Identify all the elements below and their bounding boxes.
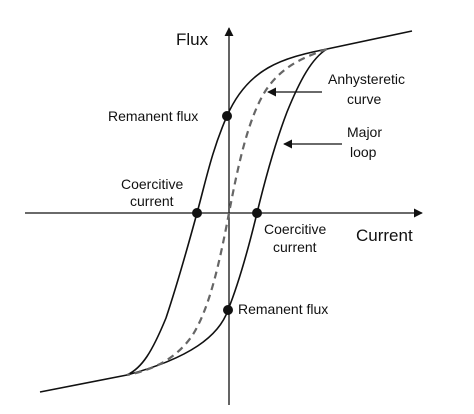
remanent-flux-top-point xyxy=(222,111,232,121)
remanent-flux-bottom-point xyxy=(223,305,233,315)
anhysteretic-label-line2: curve xyxy=(347,91,381,107)
lower-saturation-line xyxy=(39,374,128,393)
coercive-right-label-line2: current xyxy=(273,239,317,255)
coercive-right-label-line1: Coercitive xyxy=(264,221,326,237)
major-loop-label-line1: Major xyxy=(347,124,382,140)
major-loop-right-branch xyxy=(126,48,328,376)
anhysteretic-label-line1: Anhysteretic xyxy=(328,71,405,87)
coercive-left-label-line2: current xyxy=(130,193,174,209)
anhysteretic-curve xyxy=(126,47,328,377)
coercive-right-point xyxy=(252,208,262,218)
remanent-flux-bottom-label: Remanent flux xyxy=(238,301,328,317)
coercive-left-label-line1: Coercitive xyxy=(121,176,183,192)
y-axis-label: Flux xyxy=(176,30,209,49)
major-loop-label-line2: loop xyxy=(350,144,377,160)
major-loop-left-branch xyxy=(126,48,328,376)
remanent-flux-top-label: Remanent flux xyxy=(108,108,198,124)
coercive-left-point xyxy=(192,208,202,218)
upper-saturation-line xyxy=(326,30,413,50)
x-axis-label: Current xyxy=(356,226,413,245)
